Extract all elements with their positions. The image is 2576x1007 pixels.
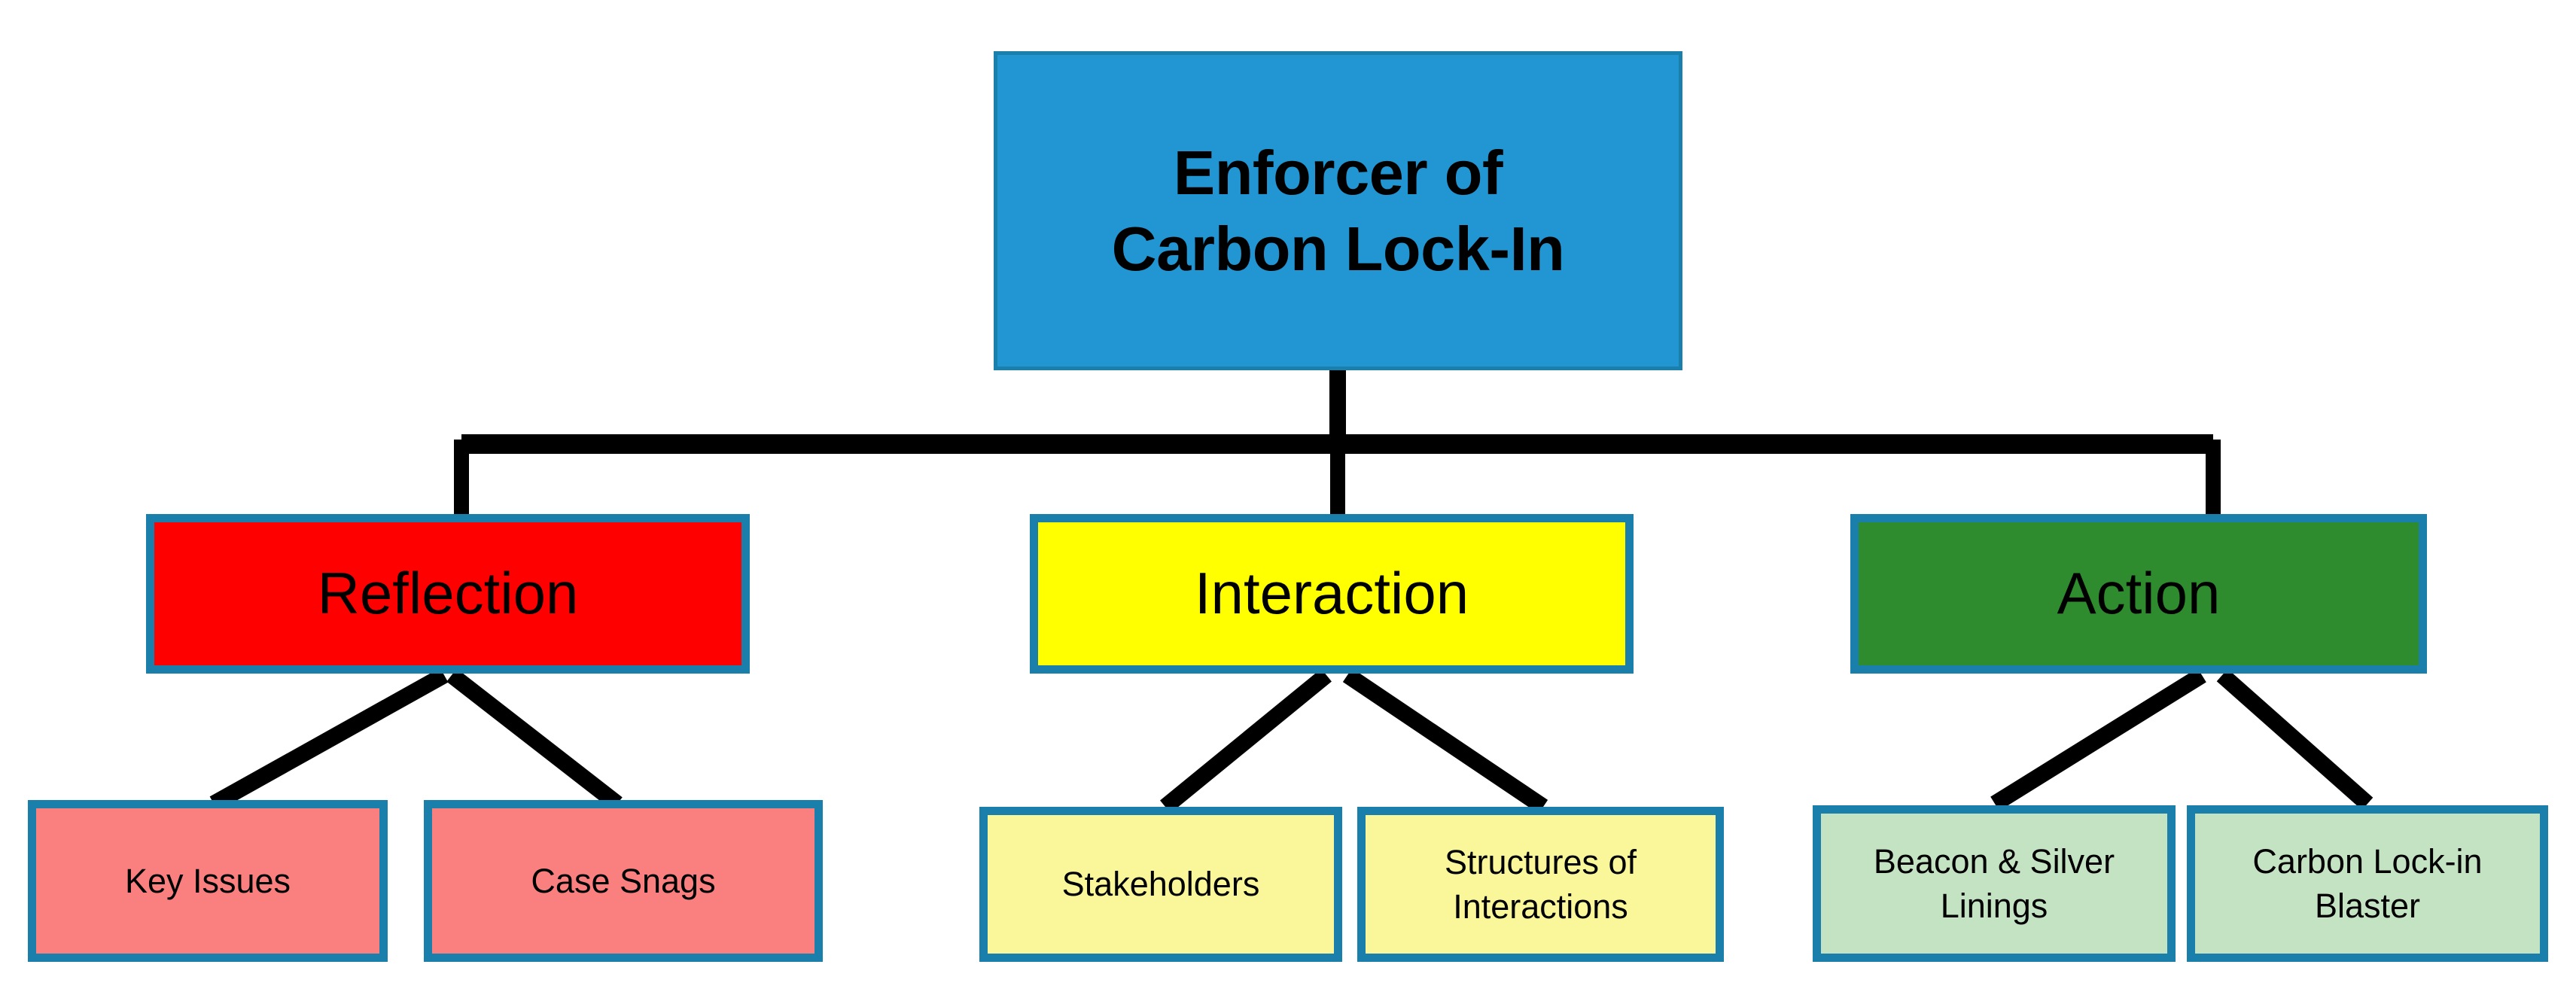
node-leaf-stakeholders[interactable]: Stakeholders: [979, 807, 1342, 962]
node-leaf-stakeholders-label: Stakeholders: [1061, 865, 1260, 904]
node-leaf-beacon-silver-linings[interactable]: Beacon & Silver Linings: [1813, 805, 2176, 962]
node-leaf-key-issues[interactable]: Key Issues: [28, 800, 388, 962]
connector-action-blaster: [2216, 668, 2374, 811]
node-leaf-carbon-lock-in-blaster[interactable]: Carbon Lock-in Blaster: [2187, 805, 2548, 962]
node-leaf-key-issues-label: Key Issues: [124, 861, 291, 900]
node-leaf-structures-of-interactions-label: Structures of Interactions: [1444, 842, 1637, 926]
connector-interaction-structures: [1342, 668, 1548, 814]
node-branch-action[interactable]: Action: [1850, 514, 2427, 674]
connector-interaction-stakeholders: [1160, 668, 1332, 814]
node-leaf-case-snags[interactable]: Case Snags: [424, 800, 823, 962]
node-branch-reflection-label: Reflection: [317, 560, 579, 627]
node-root-label: Enforcer of Carbon Lock-In: [1111, 137, 1565, 284]
connector-action-beacon: [1990, 668, 2206, 811]
node-branch-reflection[interactable]: Reflection: [146, 514, 750, 674]
node-branch-interaction[interactable]: Interaction: [1030, 514, 1634, 674]
node-root-enforcer[interactable]: Enforcer of Carbon Lock-In: [994, 51, 1682, 370]
node-leaf-beacon-silver-linings-label: Beacon & Silver Linings: [1873, 841, 2115, 925]
node-branch-interaction-label: Interaction: [1194, 560, 1469, 627]
node-leaf-carbon-lock-in-blaster-label: Carbon Lock-in Blaster: [2252, 841, 2483, 925]
node-leaf-structures-of-interactions[interactable]: Structures of Interactions: [1357, 807, 1724, 962]
node-branch-action-label: Action: [2057, 560, 2221, 627]
connector-reflection-case-snags: [446, 668, 623, 811]
connector-reflection-key-issues: [209, 668, 449, 811]
node-leaf-case-snags-label: Case Snags: [531, 861, 716, 900]
